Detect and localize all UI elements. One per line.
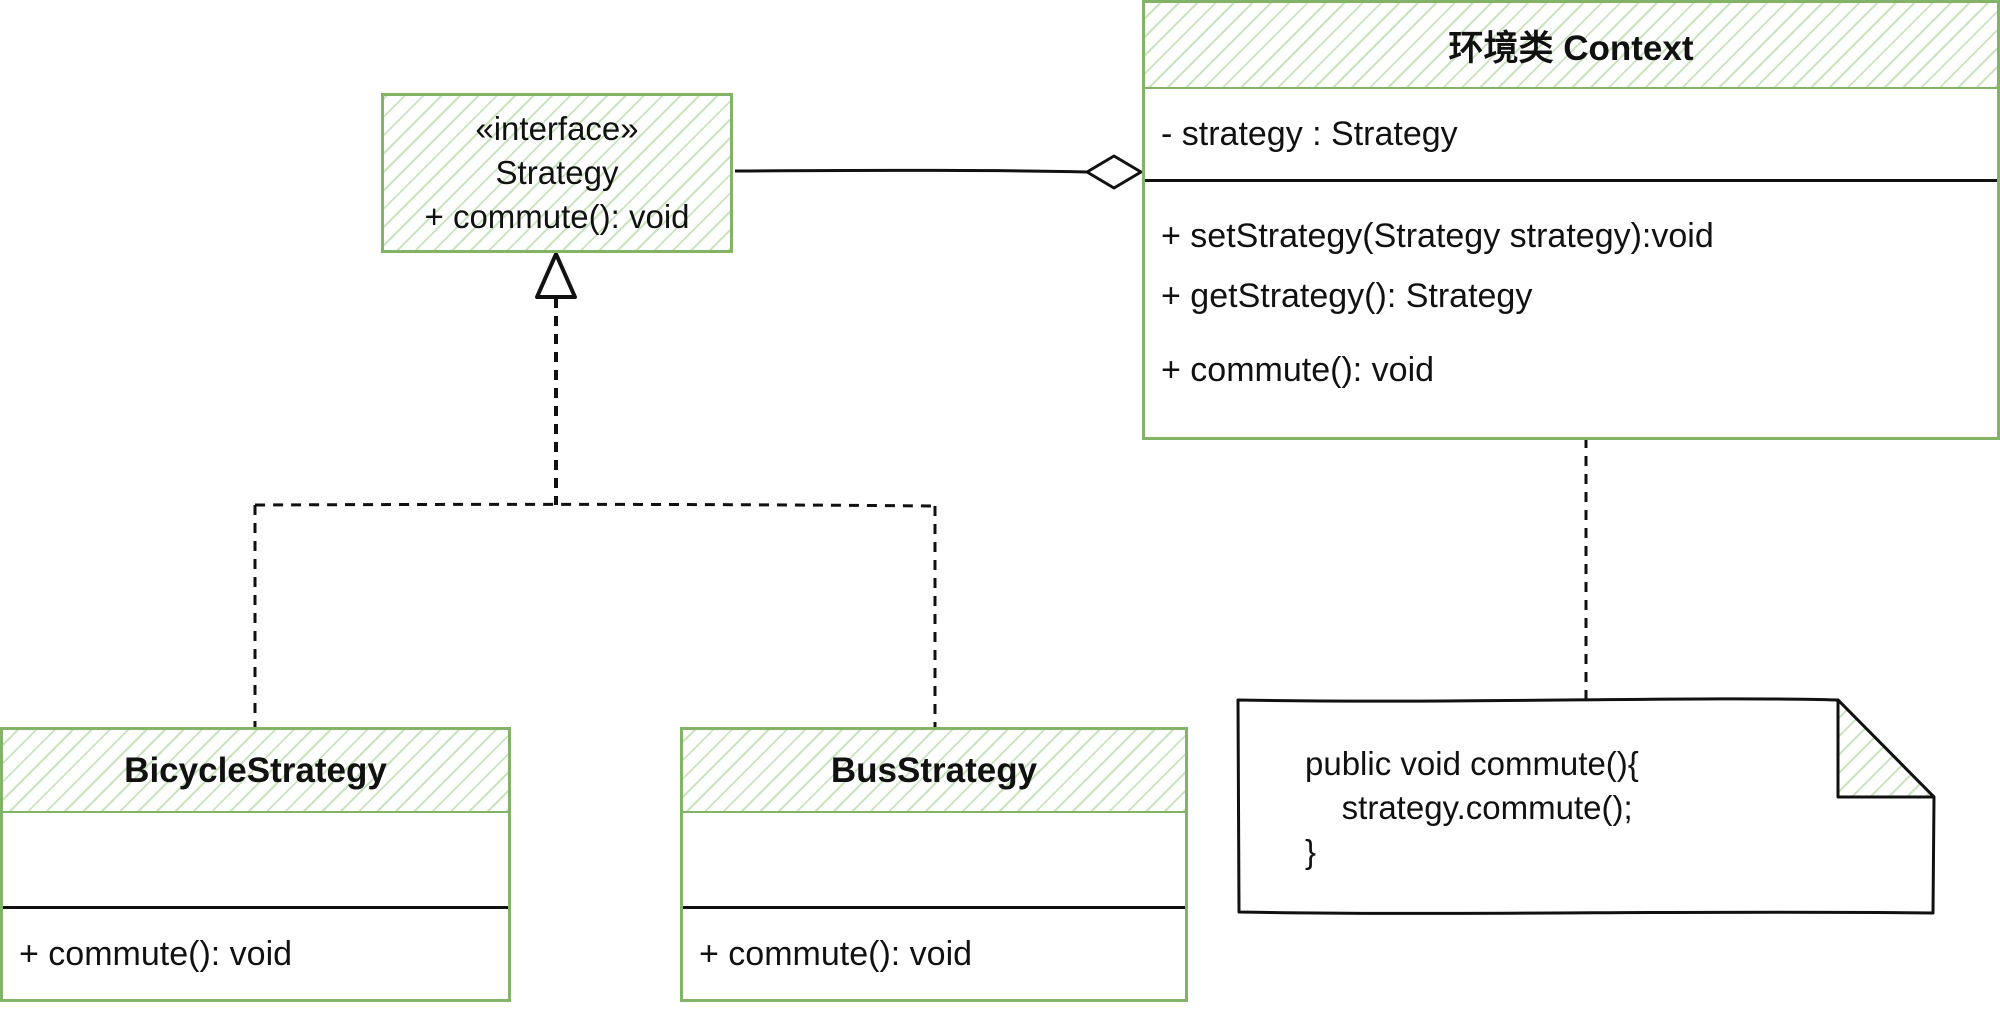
strategy-interface-box[interactable]: «interface» Strategy + commute(): void bbox=[381, 93, 733, 253]
context-operation-get-text: + getStrategy(): Strategy bbox=[1161, 276, 1533, 315]
realization-branch bbox=[254, 502, 936, 508]
bicycle-strategy-name: BicycleStrategy bbox=[124, 750, 387, 790]
aggregation-diamond bbox=[1085, 154, 1143, 190]
bicycle-strategy-box[interactable]: BicycleStrategy + commute(): void bbox=[0, 727, 511, 1002]
note-fold-corner bbox=[1836, 698, 1936, 799]
interface-name: Strategy bbox=[495, 154, 619, 191]
realization-triangle bbox=[535, 252, 577, 299]
bus-strategy-box[interactable]: BusStrategy + commute(): void bbox=[680, 727, 1188, 1002]
context-attribute: - strategy : Strategy bbox=[1145, 89, 1997, 179]
context-divider bbox=[1145, 179, 1997, 182]
context-class-header: 环境类 Context bbox=[1145, 3, 1997, 89]
note-text: public void commute(){ strategy.commute(… bbox=[1305, 742, 1639, 874]
note-line-2: strategy.commute(); bbox=[1305, 789, 1633, 826]
bicycle-strategy-attributes bbox=[3, 813, 508, 906]
note-shape bbox=[1236, 697, 1936, 915]
context-attribute-text: - strategy : Strategy bbox=[1161, 114, 1458, 153]
context-class-box[interactable]: 环境类 Context - strategy : Strategy + setS… bbox=[1142, 0, 2000, 440]
bus-strategy-operation: + commute(): void bbox=[683, 909, 1185, 999]
context-operation-set: + setStrategy(Strategy strategy):void bbox=[1145, 182, 1997, 290]
bicycle-strategy-header: BicycleStrategy bbox=[3, 730, 508, 813]
bicycle-strategy-divider bbox=[3, 906, 508, 909]
note-line-3: } bbox=[1305, 833, 1317, 870]
bus-strategy-divider bbox=[683, 906, 1185, 909]
bicycle-strategy-operation-text: + commute(): void bbox=[19, 934, 293, 973]
context-operation-set-text: + setStrategy(Strategy strategy):void bbox=[1161, 216, 1714, 255]
aggregation-line bbox=[734, 168, 1088, 174]
interface-operation: + commute(): void bbox=[424, 198, 690, 235]
note-line-1: public void commute(){ bbox=[1305, 745, 1639, 782]
context-operation-commute: + commute(): void bbox=[1145, 318, 1997, 422]
bus-strategy-header: BusStrategy bbox=[683, 730, 1185, 813]
context-operation-commute-text: + commute(): void bbox=[1161, 350, 1435, 389]
interface-stereotype: «interface» bbox=[475, 110, 639, 147]
context-class-name: 环境类 Context bbox=[1448, 28, 1694, 68]
context-operation-get: + getStrategy(): Strategy bbox=[1145, 266, 1997, 326]
bus-strategy-name: BusStrategy bbox=[830, 750, 1038, 790]
bus-strategy-operation-text: + commute(): void bbox=[699, 934, 973, 973]
bus-strategy-attributes bbox=[683, 813, 1185, 906]
bicycle-strategy-operation: + commute(): void bbox=[3, 909, 508, 999]
